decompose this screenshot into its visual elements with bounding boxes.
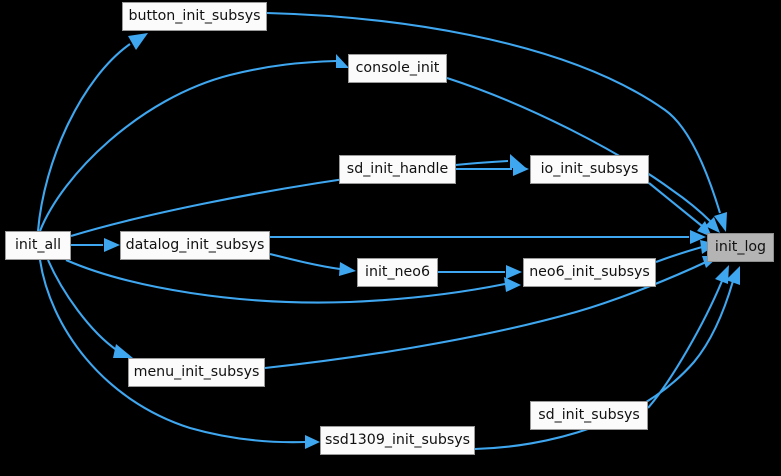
node-sd-init-handle[interactable]: sd_init_handle xyxy=(339,155,456,184)
node-label: init_all xyxy=(14,237,62,254)
node-label: console_init xyxy=(355,60,440,77)
node-label: ssd1309_init_subsys xyxy=(324,432,471,449)
edge-datalog_init_subsys-init_log xyxy=(270,230,706,244)
edge-io_init_subsys-init_log xyxy=(648,182,712,237)
edge-button_init_subsys-init_log xyxy=(266,11,727,232)
node-datalog-init-subsys[interactable]: datalog_init_subsys xyxy=(120,231,270,260)
edge-init_all-menu_init_subsys xyxy=(47,259,133,358)
node-label: datalog_init_subsys xyxy=(125,237,265,254)
node-init-log[interactable]: init_log xyxy=(707,233,774,262)
edge-datalog_init_subsys-init_neo6 xyxy=(269,252,356,276)
node-init-all[interactable]: init_all xyxy=(5,231,71,260)
node-menu-init-subsys[interactable]: menu_init_subsys xyxy=(128,358,265,387)
edge-init_neo6-neo6_init_subsys xyxy=(438,265,522,279)
node-label: sd_init_subsys xyxy=(538,407,640,424)
node-label: sd_init_handle xyxy=(346,161,449,178)
edge-init_all-ssd1309_init_subsys xyxy=(38,259,320,449)
node-button-init-subsys[interactable]: button_init_subsys xyxy=(122,2,267,31)
node-label: menu_init_subsys xyxy=(133,364,260,381)
node-sd-init-subsys[interactable]: sd_init_subsys xyxy=(530,401,648,430)
node-io-init-subsys[interactable]: io_init_subsys xyxy=(530,155,649,184)
node-init-neo6[interactable]: init_neo6 xyxy=(357,258,438,287)
edge-init_all-io_init_subsys xyxy=(70,154,526,238)
node-neo6-init-subsys[interactable]: neo6_init_subsys xyxy=(523,258,656,287)
node-label: init_neo6 xyxy=(365,264,430,281)
node-label: neo6_init_subsys xyxy=(529,264,650,281)
node-label: io_init_subsys xyxy=(540,161,639,178)
edge-init_all-datalog_init_subsys xyxy=(71,238,120,252)
edge-sd_init_subsys-init_log xyxy=(647,265,729,409)
edge-init_all-console_init xyxy=(39,54,349,232)
edge-init_all-button_init_subsys xyxy=(36,33,148,232)
node-label: init_log xyxy=(714,239,767,256)
edge-sd_init_handle-io_init_subsys xyxy=(456,162,529,176)
node-ssd1309-init-subsys[interactable]: ssd1309_init_subsys xyxy=(320,426,475,455)
edge-init_all-neo6_init_subsys xyxy=(65,259,521,304)
edge-ssd1309_init_subsys-init_log xyxy=(474,266,740,451)
node-console-init[interactable]: console_init xyxy=(348,54,447,83)
node-label: button_init_subsys xyxy=(128,8,261,25)
